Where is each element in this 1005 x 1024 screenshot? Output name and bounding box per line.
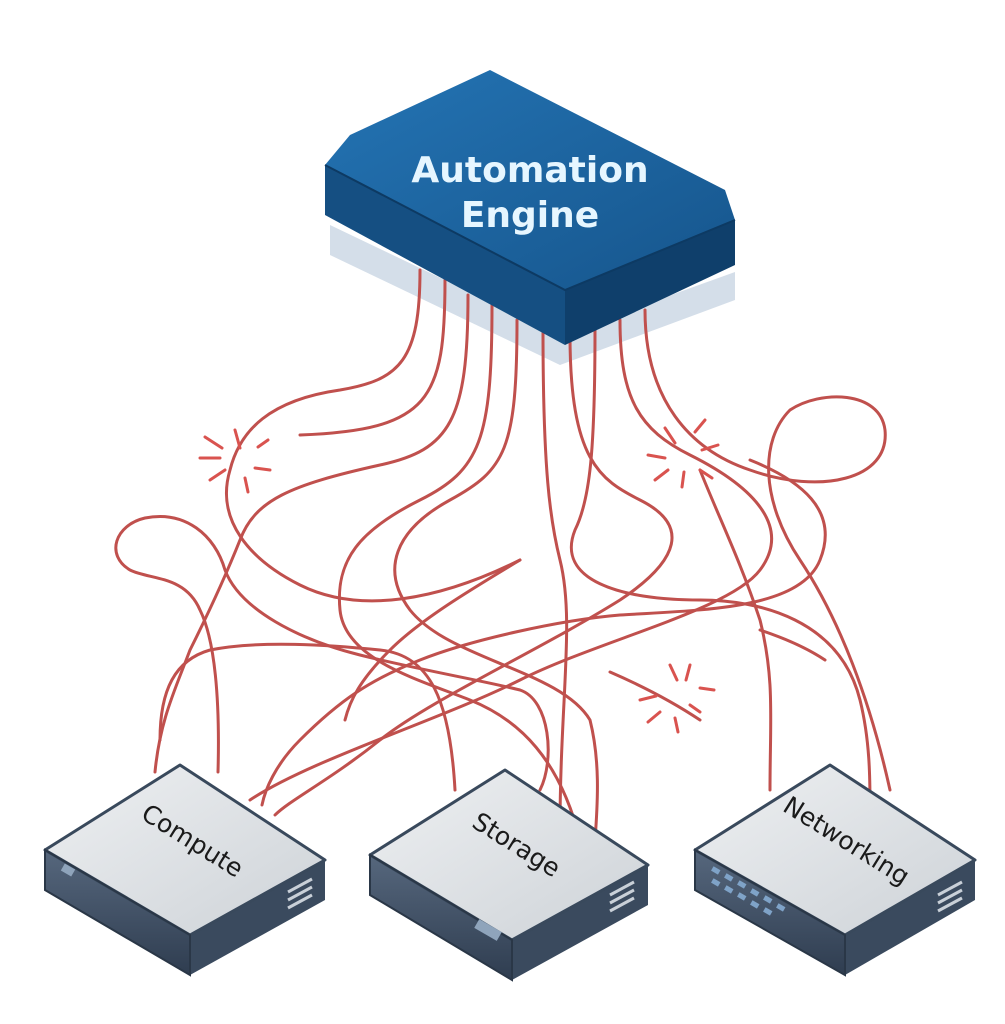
engine-front-right xyxy=(565,220,735,345)
cable xyxy=(343,558,522,722)
cable xyxy=(298,278,447,437)
vent-icon xyxy=(609,880,635,913)
compute-device: Compute xyxy=(43,763,327,977)
cable xyxy=(393,318,599,842)
cable xyxy=(225,268,522,603)
vent-icon xyxy=(937,880,963,913)
engine-shadow xyxy=(330,225,735,365)
cable xyxy=(337,303,582,842)
engine-label-line2: Engine xyxy=(461,195,599,236)
cable xyxy=(153,293,470,774)
cable xyxy=(260,458,827,807)
engine-top xyxy=(325,70,735,290)
cable xyxy=(114,515,550,792)
port-led-icon xyxy=(474,919,502,941)
spark-icon xyxy=(646,418,720,489)
spark-icon xyxy=(198,428,272,494)
spark-icon xyxy=(638,663,716,734)
networking-device: Networking xyxy=(693,763,977,977)
engine-front-left xyxy=(325,165,565,345)
port-led-icon xyxy=(711,866,786,916)
vent-icon xyxy=(287,877,313,910)
cable xyxy=(698,468,773,792)
cable xyxy=(758,628,827,662)
storage-device: Storage xyxy=(368,768,650,982)
cable xyxy=(569,328,872,807)
port-led-icon xyxy=(60,863,76,877)
cable xyxy=(608,670,702,722)
automation-engine: Automation Engine xyxy=(324,70,736,345)
cable xyxy=(248,318,773,802)
cable xyxy=(158,642,457,792)
cable-bundle xyxy=(114,268,892,842)
cable xyxy=(643,308,892,792)
cable xyxy=(541,328,569,832)
cable xyxy=(273,333,674,817)
engine-label-line1: Automation xyxy=(411,150,648,191)
